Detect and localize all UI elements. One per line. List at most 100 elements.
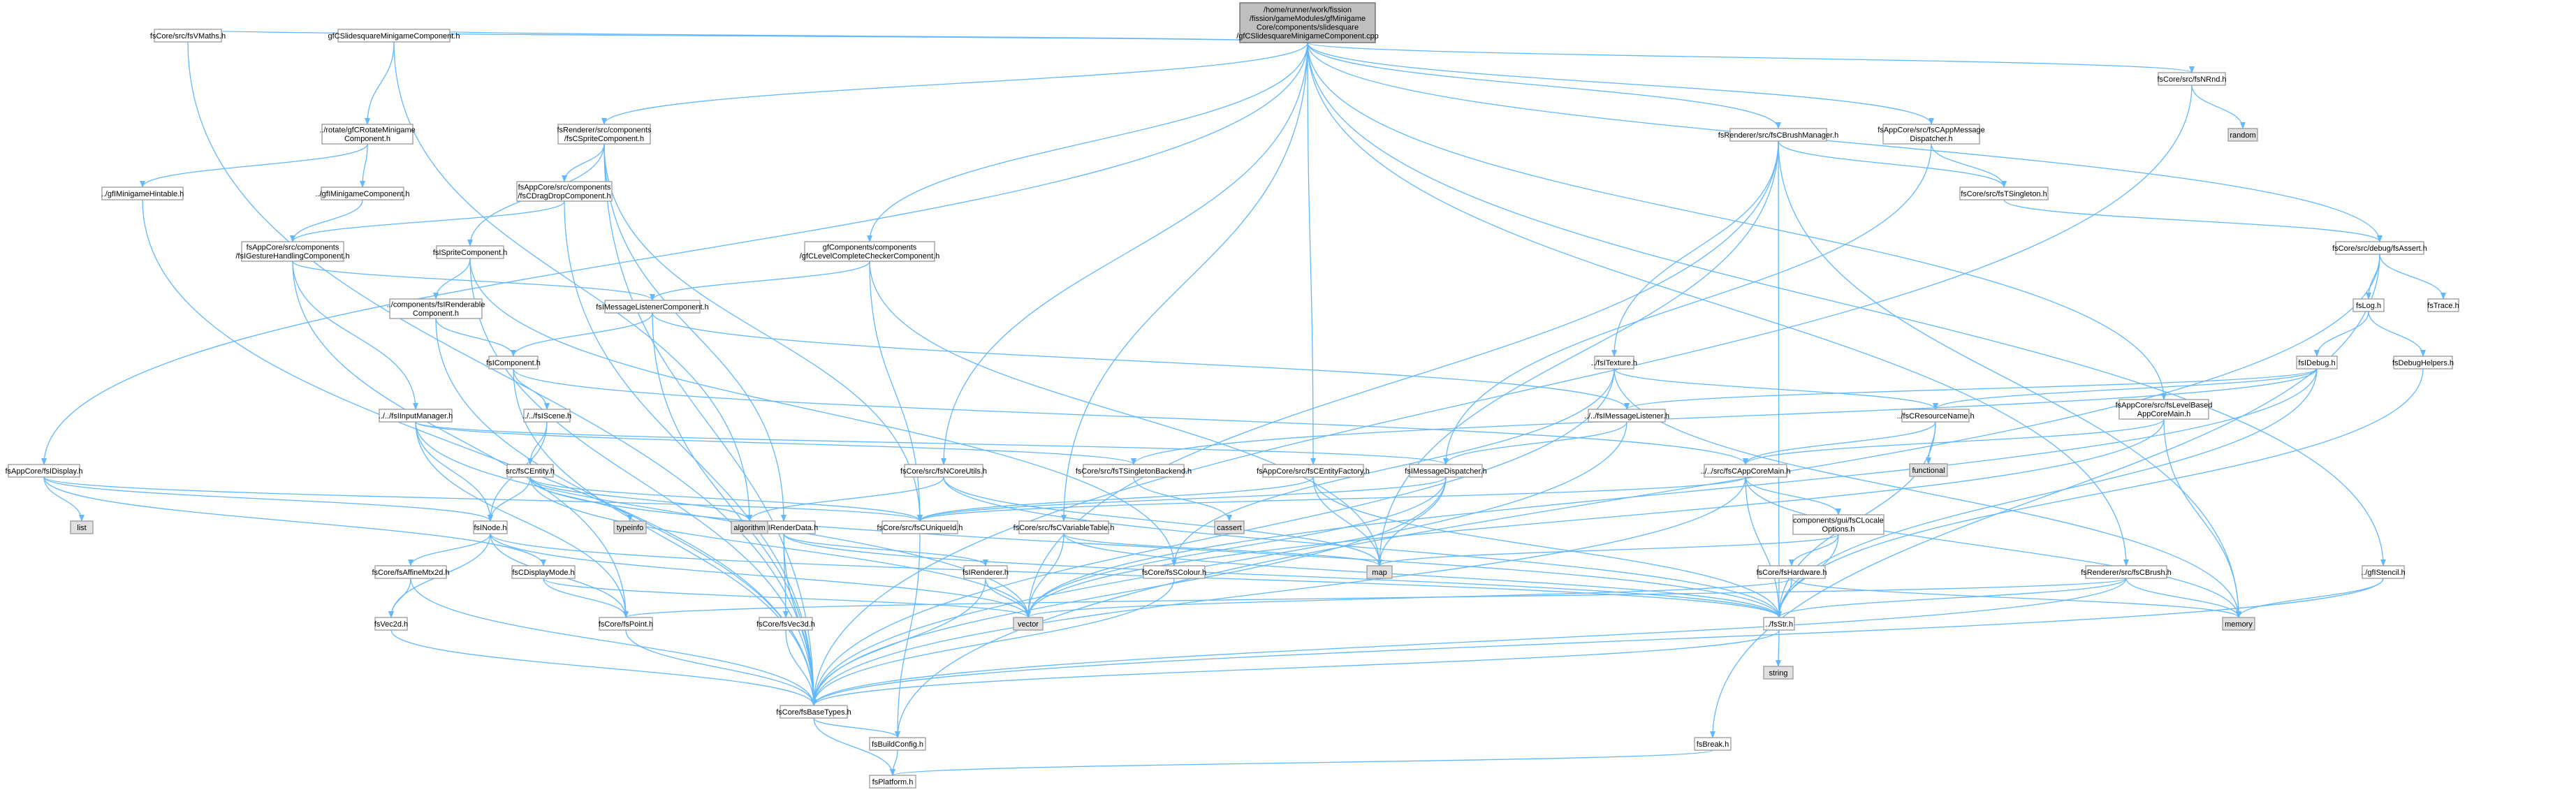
edge-tsingleton-to-assert <box>2003 199 2383 242</box>
node-debug[interactable]: fsIDebug.h <box>2296 356 2338 370</box>
node-vmaths[interactable]: fsCore/src/fsVMaths.h <box>150 29 226 43</box>
node-log-label-0: fsLog.h <box>2356 302 2381 310</box>
edge-point-to-basetypes <box>625 629 817 706</box>
node-debughelpers[interactable]: fsDebugHelpers.h <box>2392 356 2454 370</box>
node-levelcomplete-label-1: /gfCLevelCompleteCheckerComponent.h <box>800 252 940 261</box>
edge-appcoremain-to-localeopts <box>1745 476 1841 515</box>
node-centity[interactable]: src/fsCEntity.h <box>506 464 555 478</box>
node-basetypes[interactable]: fsCore/fsBaseTypes.h <box>776 705 851 719</box>
node-sprite[interactable]: fsRenderer/src/components/fsCSpriteCompo… <box>557 124 652 145</box>
node-trace[interactable]: fsTrace.h <box>2427 298 2459 312</box>
edge-appcoremain-to-fsstr <box>1745 476 1782 618</box>
node-cassert[interactable]: cassert <box>1214 520 1245 534</box>
edge-itexture-to-resname <box>1613 368 1938 410</box>
node-tsingleton[interactable]: fsCore/src/fsTSingleton.h <box>1959 186 2049 200</box>
node-hardware[interactable]: fsCore/fsHardware.h <box>1757 565 1827 579</box>
node-typeinfo[interactable]: typeinfo <box>613 520 647 534</box>
node-vec2d-box <box>374 617 408 631</box>
edge-itexture-to-colour <box>1171 368 1615 566</box>
node-appdisplay[interactable]: fsAppCore/fsIDisplay.h <box>5 464 83 478</box>
node-resname-box <box>1901 409 1970 423</box>
node-random[interactable]: random <box>2227 128 2258 142</box>
node-inode[interactable]: fsINode.h <box>473 520 508 534</box>
node-cunique-label-0: fsCore/src/fsCUniqueId.h <box>877 524 963 532</box>
node-icomponent[interactable]: fsIComponent.h <box>486 356 541 370</box>
edge-root-to-brushmgr <box>1307 42 1781 129</box>
node-dragdrop[interactable]: fsAppCore/src/components/fsCDragDropComp… <box>516 181 613 202</box>
node-vec2d[interactable]: fsVec2d.h <box>374 617 408 631</box>
node-imsgdisp[interactable]: fsIMessageDispatcher.h <box>1405 464 1487 478</box>
node-displaymode[interactable]: fsCDisplayMode.h <box>511 565 576 579</box>
edge-entityfactory-to-cunique <box>917 476 1314 522</box>
node-gesture[interactable]: fsAppCore/src/components/fsIGestureHandl… <box>235 241 350 262</box>
node-platform[interactable]: fsPlatform.h <box>869 775 916 789</box>
node-levelcomplete[interactable]: gfComponents/components/gfCLevelComplete… <box>800 241 940 262</box>
edge-debug-to-fsstr <box>1776 368 2318 618</box>
node-inputmgr[interactable]: ../../fsIInputManager.h <box>379 409 453 423</box>
node-brush-box <box>2085 565 2167 579</box>
node-nrnd[interactable]: fsCore/src/fsNRnd.h <box>2157 72 2227 86</box>
node-imsgdisp-label-0: fsIMessageDispatcher.h <box>1405 467 1486 476</box>
node-point[interactable]: fsCore/fsPoint.h <box>599 617 653 631</box>
node-fsstr[interactable]: ../fsStr.h <box>1763 617 1795 631</box>
node-trace-box <box>2427 298 2459 312</box>
node-itexture-box <box>1594 356 1634 370</box>
node-minitable[interactable]: ../gfIMinigameHintable.h <box>101 186 184 200</box>
node-vector[interactable]: vector <box>1013 617 1044 631</box>
node-assert[interactable]: fsCore/src/debug/fsAssert.h <box>2332 241 2427 255</box>
node-algorithm[interactable]: algorithm <box>731 520 768 534</box>
edge-brushmgr-to-vector <box>1025 140 1779 618</box>
node-string[interactable]: string <box>1763 666 1794 680</box>
node-singletonbackend[interactable]: fsCore/src/fsTSingletonBackend.h <box>1076 464 1192 478</box>
node-varitable[interactable]: fsCore/src/fsCVariableTable.h <box>1013 520 1115 534</box>
node-brush[interactable]: fsRenderer/src/fsCBrush.h <box>2081 565 2172 579</box>
node-cunique[interactable]: fsCore/src/fsCUniqueId.h <box>877 520 963 534</box>
edge-root-to-brush <box>1307 42 2129 566</box>
node-levelbased-label-1: AppCoreMain.h <box>2137 410 2190 418</box>
node-minicomp[interactable]: ../gfIMinigameComponent.h <box>315 186 410 200</box>
node-platform-label-0: fsPlatform.h <box>872 778 914 787</box>
node-imsglistener[interactable]: ../../fsIMessageListener.h <box>1584 409 1669 423</box>
edge-affine-to-vec2d <box>388 578 411 618</box>
node-memory[interactable]: memory <box>2222 617 2255 631</box>
edge-brush-to-basetypes <box>811 578 2127 706</box>
node-entityfactory[interactable]: fsAppCore/src/fsCEntityFactory.h <box>1257 464 1370 478</box>
node-renderable-box <box>389 298 483 319</box>
node-slidecomp[interactable]: gfCSlidesquareMinigameComponent.h <box>328 29 460 43</box>
edge-imsgdisp-to-basetypes <box>811 476 1447 706</box>
node-log[interactable]: fsLog.h <box>2352 298 2385 312</box>
node-appcoremain[interactable]: ../../src/fsCAppCoreMain.h <box>1701 464 1791 478</box>
node-stencil[interactable]: ../gfIStencil.h <box>2361 565 2406 579</box>
node-list[interactable]: list <box>70 520 94 534</box>
node-buildconfig[interactable]: fsBuildConfig.h <box>869 737 926 751</box>
node-root-box <box>1239 2 1376 43</box>
node-msglistcomp[interactable]: fsIMessageListenerComponent.h <box>596 300 709 314</box>
node-iscene[interactable]: ../../fsIScene.h <box>522 409 571 423</box>
node-centity-label-0: src/fsCEntity.h <box>506 467 555 476</box>
node-localeopts-box <box>1792 514 1885 535</box>
node-brush-label-0: fsRenderer/src/fsCBrush.h <box>2081 569 2172 577</box>
node-affine[interactable]: fsCore/fsAffineMtx2d.h <box>372 565 450 579</box>
node-vec3d[interactable]: fsCore/fsVec3d.h <box>756 617 815 631</box>
node-ncoreutils[interactable]: fsCore/src/fsNCoreUtils.h <box>900 464 987 478</box>
node-colour[interactable]: fsCore/fsSColour.h <box>1142 565 1206 579</box>
node-fsbreak-label-0: fsBreak.h <box>1697 740 1729 749</box>
node-irenderer[interactable]: fsIRenderer.h <box>963 565 1009 579</box>
node-brushmgr[interactable]: fsRenderer/src/fsCBrushManager.h <box>1718 128 1838 142</box>
node-isprite[interactable]: fsISpriteComponent.h <box>433 245 507 259</box>
node-root[interactable]: /home/runner/work/fission/fission/gameMo… <box>1236 2 1379 43</box>
node-functional[interactable]: functional <box>1909 463 1948 477</box>
node-resname[interactable]: ../fsCResourceName.h <box>1896 409 1975 423</box>
node-itexture[interactable]: ../fsITexture.h <box>1591 356 1637 370</box>
node-fsbreak[interactable]: fsBreak.h <box>1694 737 1732 751</box>
edge-debug-to-imsglistener <box>1624 368 2318 410</box>
node-map[interactable]: map <box>1366 565 1393 579</box>
node-root-label-0: /home/runner/work/fission <box>1264 6 1352 15</box>
node-root-label-3: /gfCSlidesquareMinigameComponent.cpp <box>1236 32 1379 41</box>
edge-varitable-to-fsstr <box>1063 533 1782 618</box>
